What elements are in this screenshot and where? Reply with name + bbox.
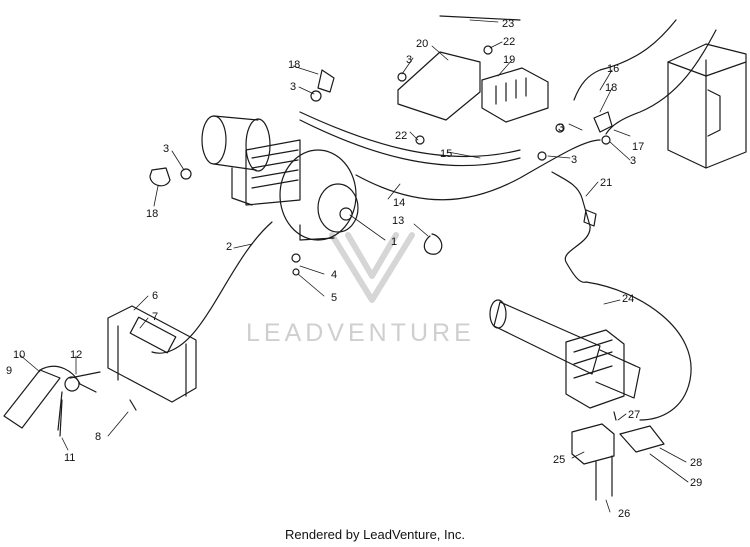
- callout-8: 8: [95, 431, 101, 443]
- callout-10: 10: [13, 349, 25, 361]
- callout-21: 21: [600, 177, 612, 189]
- callout-labels: 1 2 3 3 3 3 3 3 4 5 6 7 8 9 10 11 12 13 …: [6, 18, 702, 520]
- callout-11: 11: [64, 452, 75, 464]
- callout-26: 26: [618, 508, 630, 520]
- callout-5: 5: [331, 292, 337, 304]
- wiring-harness: [551, 171, 692, 421]
- battery-cables: [573, 19, 717, 135]
- callout-24: 24: [622, 293, 634, 305]
- callout-22: 22: [503, 36, 515, 48]
- callout-14: 14: [393, 197, 405, 209]
- callout-1: 1: [391, 236, 397, 248]
- callout-18: 18: [288, 59, 300, 71]
- leader-lines: [19, 19, 689, 513]
- callout-18: 18: [146, 208, 158, 220]
- callout-3: 3: [290, 81, 296, 93]
- winch-motor: [201, 115, 271, 172]
- callout-19: 19: [503, 54, 515, 66]
- cable-hook: [3, 365, 101, 431]
- callout-4: 4: [331, 269, 337, 281]
- callout-15: 15: [440, 148, 452, 160]
- hardware: [59, 15, 617, 437]
- callout-28: 28: [690, 457, 702, 469]
- callout-20: 20: [416, 38, 428, 50]
- callout-2: 2: [226, 241, 232, 253]
- winch-drum: [231, 139, 359, 241]
- callout-6: 6: [152, 290, 158, 302]
- callout-12: 12: [70, 349, 82, 361]
- callout-18: 18: [605, 82, 617, 94]
- watermark-brand: LEADVENTURE: [246, 319, 475, 347]
- fairlead: [107, 305, 197, 403]
- power-cable-14: [299, 111, 521, 167]
- callout-3: 3: [630, 155, 636, 167]
- switch-bracket: [571, 423, 665, 501]
- callout-17: 17: [632, 141, 644, 153]
- callout-3: 3: [163, 143, 169, 155]
- callout-29: 29: [690, 477, 702, 489]
- handlebar-grip: [489, 299, 641, 399]
- power-cable-15: [355, 139, 601, 201]
- footer-credit: Rendered by LeadVenture, Inc.: [285, 527, 465, 542]
- callout-3: 3: [571, 154, 577, 166]
- mounting-bracket: [397, 51, 481, 121]
- callout-7: 7: [152, 311, 158, 323]
- callout-16: 16: [607, 63, 619, 75]
- callout-3: 3: [406, 54, 412, 66]
- contactor-block: [481, 67, 549, 123]
- winch-switch: [565, 329, 625, 409]
- callout-13: 13: [392, 215, 404, 227]
- callout-25: 25: [553, 454, 565, 466]
- watermark-logo: [329, 232, 415, 303]
- battery: [667, 43, 747, 169]
- callout-23: 23: [502, 18, 514, 30]
- callout-27: 27: [628, 409, 640, 421]
- callout-3: 3: [558, 122, 564, 134]
- callout-9: 9: [6, 365, 12, 377]
- callout-22: 22: [395, 130, 407, 142]
